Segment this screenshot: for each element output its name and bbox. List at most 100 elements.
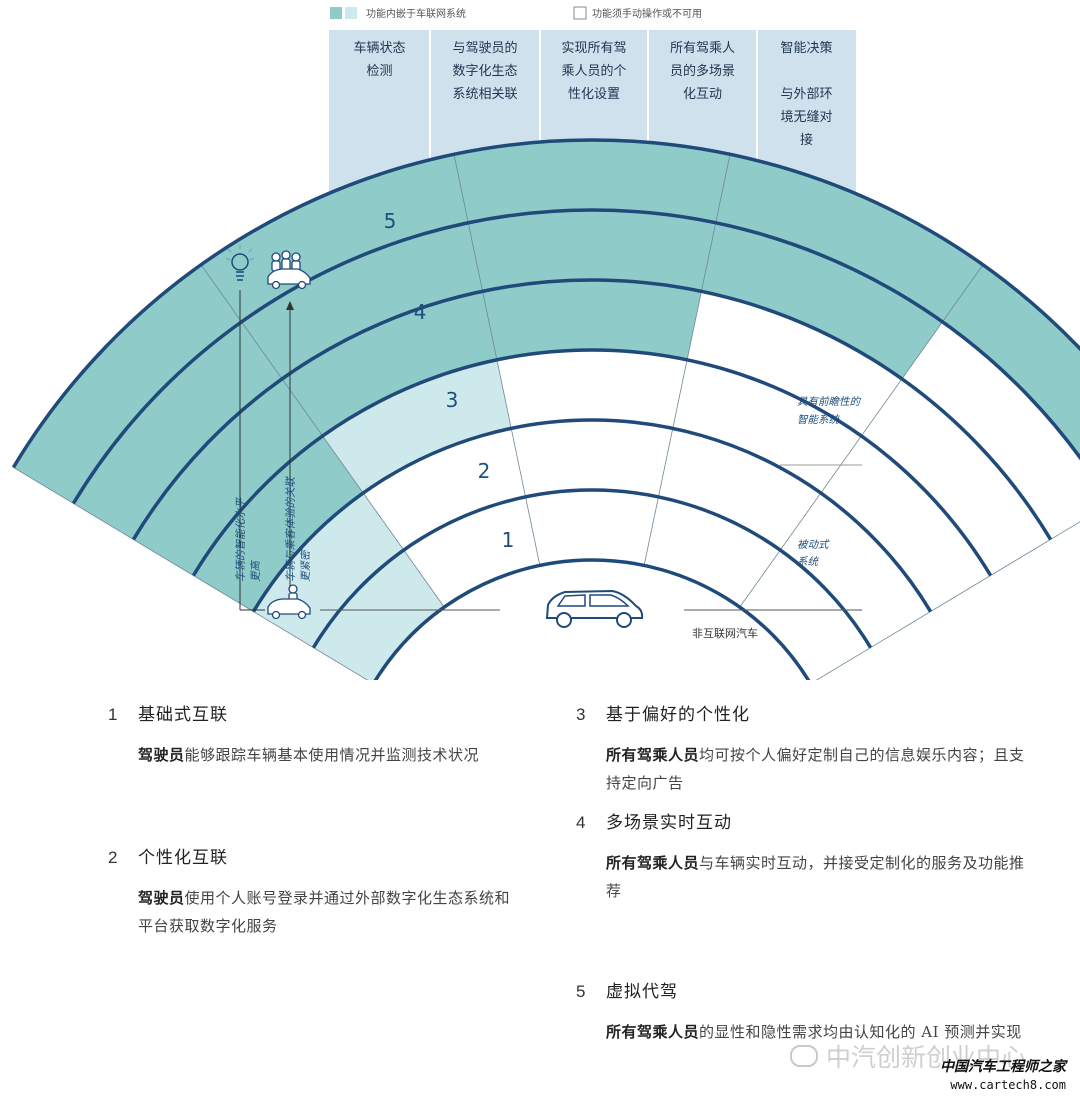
column-header-5-line-4: 境无缝对: [780, 110, 832, 125]
sector-cell: [282, 291, 497, 436]
legend-manual-label: 功能须手动操作或不可用: [592, 7, 702, 20]
sector-cell: [133, 378, 323, 576]
level-1-number: 1: [108, 705, 118, 724]
level-4-text: 与车辆实时互动，并接受定制化的服务及功能推荐: [606, 854, 1025, 900]
car-icon: [545, 589, 644, 628]
sector-cell: [453, 140, 731, 223]
level-number-5: 5: [384, 209, 397, 233]
sector-cell: [363, 428, 526, 551]
level-4-description: 4 多场景实时互动 所有驾乘人员与车辆实时互动，并接受定制化的服务及功能推荐: [576, 808, 1036, 905]
site-logo-name: 中国汽车工程师之家: [940, 1059, 1066, 1075]
intelligence-axis-label-line2: 更高: [250, 560, 262, 582]
level-ring-arc: [373, 558, 811, 680]
sector-cell: [73, 321, 283, 540]
column-header-1-line-1: 车辆状态: [353, 40, 405, 56]
sector-cell: [739, 550, 871, 680]
level-5-text: 的显性和隐性需求均由认知化的 AI 预测并实现: [699, 1023, 1022, 1041]
reactive-label-line2: 系统: [797, 556, 819, 568]
level-5-number: 5: [576, 982, 586, 1001]
legend-swatch-empty: [573, 6, 587, 20]
level-3-title: 基于偏好的个性化: [606, 705, 750, 725]
sector-cell: [644, 496, 781, 608]
level-2-title: 个性化互联: [138, 848, 228, 868]
legend-embedded-label: 功能内嵌于车联网系统: [366, 7, 466, 20]
sector-cell: [482, 279, 702, 360]
level-ring-arc: [11, 138, 1080, 469]
level-3-subject: 所有驾乘人员: [606, 746, 700, 764]
sector-cell: [496, 350, 688, 429]
sector-cell: [193, 435, 364, 612]
watermark: 中汽创新创业中心: [790, 1038, 1026, 1074]
column-header-5-line-3: 与外部环: [780, 87, 832, 102]
column-header-1-line-2: 检测: [366, 64, 392, 79]
sector-cell: [942, 264, 1080, 458]
non-connected-label: 非互联网汽车: [692, 626, 758, 640]
level-number-4: 4: [414, 300, 427, 324]
sector-cell: [13, 264, 242, 504]
site-logo-url: www.cartech8.com: [950, 1078, 1066, 1092]
lightbulb-icon: [225, 245, 255, 281]
wechat-icon: [790, 1045, 818, 1067]
level-1-text: 能够跟踪车辆基本使用情况并监测技术状况: [184, 746, 480, 764]
level-5-title: 虚拟代驾: [606, 982, 678, 1002]
level-ring-arc: [251, 418, 933, 613]
sector-cell: [525, 490, 659, 566]
sector-cell: [701, 222, 943, 379]
passengers-car-icon: [267, 250, 311, 290]
level-1-title: 基础式互联: [138, 705, 228, 725]
sector-cell: [687, 291, 902, 436]
column-header-2-line-3: 系统相关联: [452, 87, 517, 102]
level-number-2: 2: [478, 459, 491, 483]
engagement-axis-label-line1: 车辆与乘客体验的关联: [285, 476, 297, 582]
proactive-label-line1: 具有前瞻性的: [797, 396, 861, 408]
maturity-fan: [11, 138, 1080, 680]
level-3-number: 3: [576, 705, 586, 724]
level-2-text: 使用个人账号登录并通过外部数字化生态系统和平台获取数字化服务: [138, 889, 511, 935]
column-header-2-line-2: 数字化生态: [452, 64, 517, 79]
site-logo: 中国汽车工程师之家 www.cartech8.com: [940, 1056, 1066, 1092]
column-header-2-line-1: 与驾驶员的: [452, 40, 517, 56]
sector-cell: [468, 209, 716, 292]
sector-cell: [715, 154, 984, 322]
level-2-subject: 驾驶员: [138, 889, 185, 907]
level-ring-arc: [191, 348, 993, 577]
level-number-1: 1: [502, 528, 515, 552]
sector-cell: [403, 496, 540, 608]
level-2-number: 2: [108, 848, 118, 867]
watermark-text: 中汽创新创业中心: [826, 1043, 1027, 1072]
level-5-subject: 所有驾乘人员: [606, 1023, 700, 1041]
driver-car-icon: [267, 584, 311, 620]
reactive-label-line1: 被动式: [797, 539, 830, 551]
level-3-text: 均可按个人偏好定制自己的信息娱乐内容；且支持定向广告: [606, 746, 1025, 792]
sector-cell: [861, 378, 1051, 576]
level-5-description: 5 虚拟代驾 所有驾乘人员的显性和隐性需求均由认知化的 AI 预测并实现: [576, 977, 1036, 1046]
sector-cell: [901, 321, 1080, 540]
sector-cell: [322, 359, 512, 494]
legend-swatch-light: [345, 7, 357, 19]
column-header-3-line-1: 实现所有驾: [561, 41, 626, 56]
level-2-description: 2 个性化互联 驾驶员使用个人账号登录并通过外部数字化生态系统和平台获取数字化服务: [108, 843, 568, 940]
sector-cell: [820, 435, 991, 612]
level-ring-arc: [311, 488, 873, 649]
level-4-number: 4: [576, 813, 586, 832]
level-4-subject: 所有驾乘人员: [606, 854, 700, 872]
level-3-description: 3 基于偏好的个性化 所有驾乘人员均可按个人偏好定制自己的信息娱乐内容；且支持定向…: [576, 700, 1036, 797]
column-header-5-line-5: 接: [800, 132, 813, 148]
sector-cell: [313, 550, 445, 680]
intelligence-axis-label-line1: 车辆的智能化水平: [235, 497, 247, 582]
column-header-4-line-3: 化互动: [683, 87, 722, 102]
sector-cell: [780, 493, 931, 648]
column-header-4-line-1: 所有驾乘人: [670, 41, 735, 56]
sector-cell: [241, 222, 483, 379]
level-ring-arc: [131, 278, 1053, 541]
column-header-3-line-2: 乘人员的个: [561, 63, 626, 79]
level-4-title: 多场景实时互动: [606, 813, 732, 833]
engagement-axis: [286, 301, 294, 588]
sector-cell: [672, 359, 862, 494]
engagement-axis-label-line2: 更紧密: [300, 549, 312, 582]
sector-cell: [511, 420, 673, 497]
intelligence-axis: [239, 290, 265, 611]
